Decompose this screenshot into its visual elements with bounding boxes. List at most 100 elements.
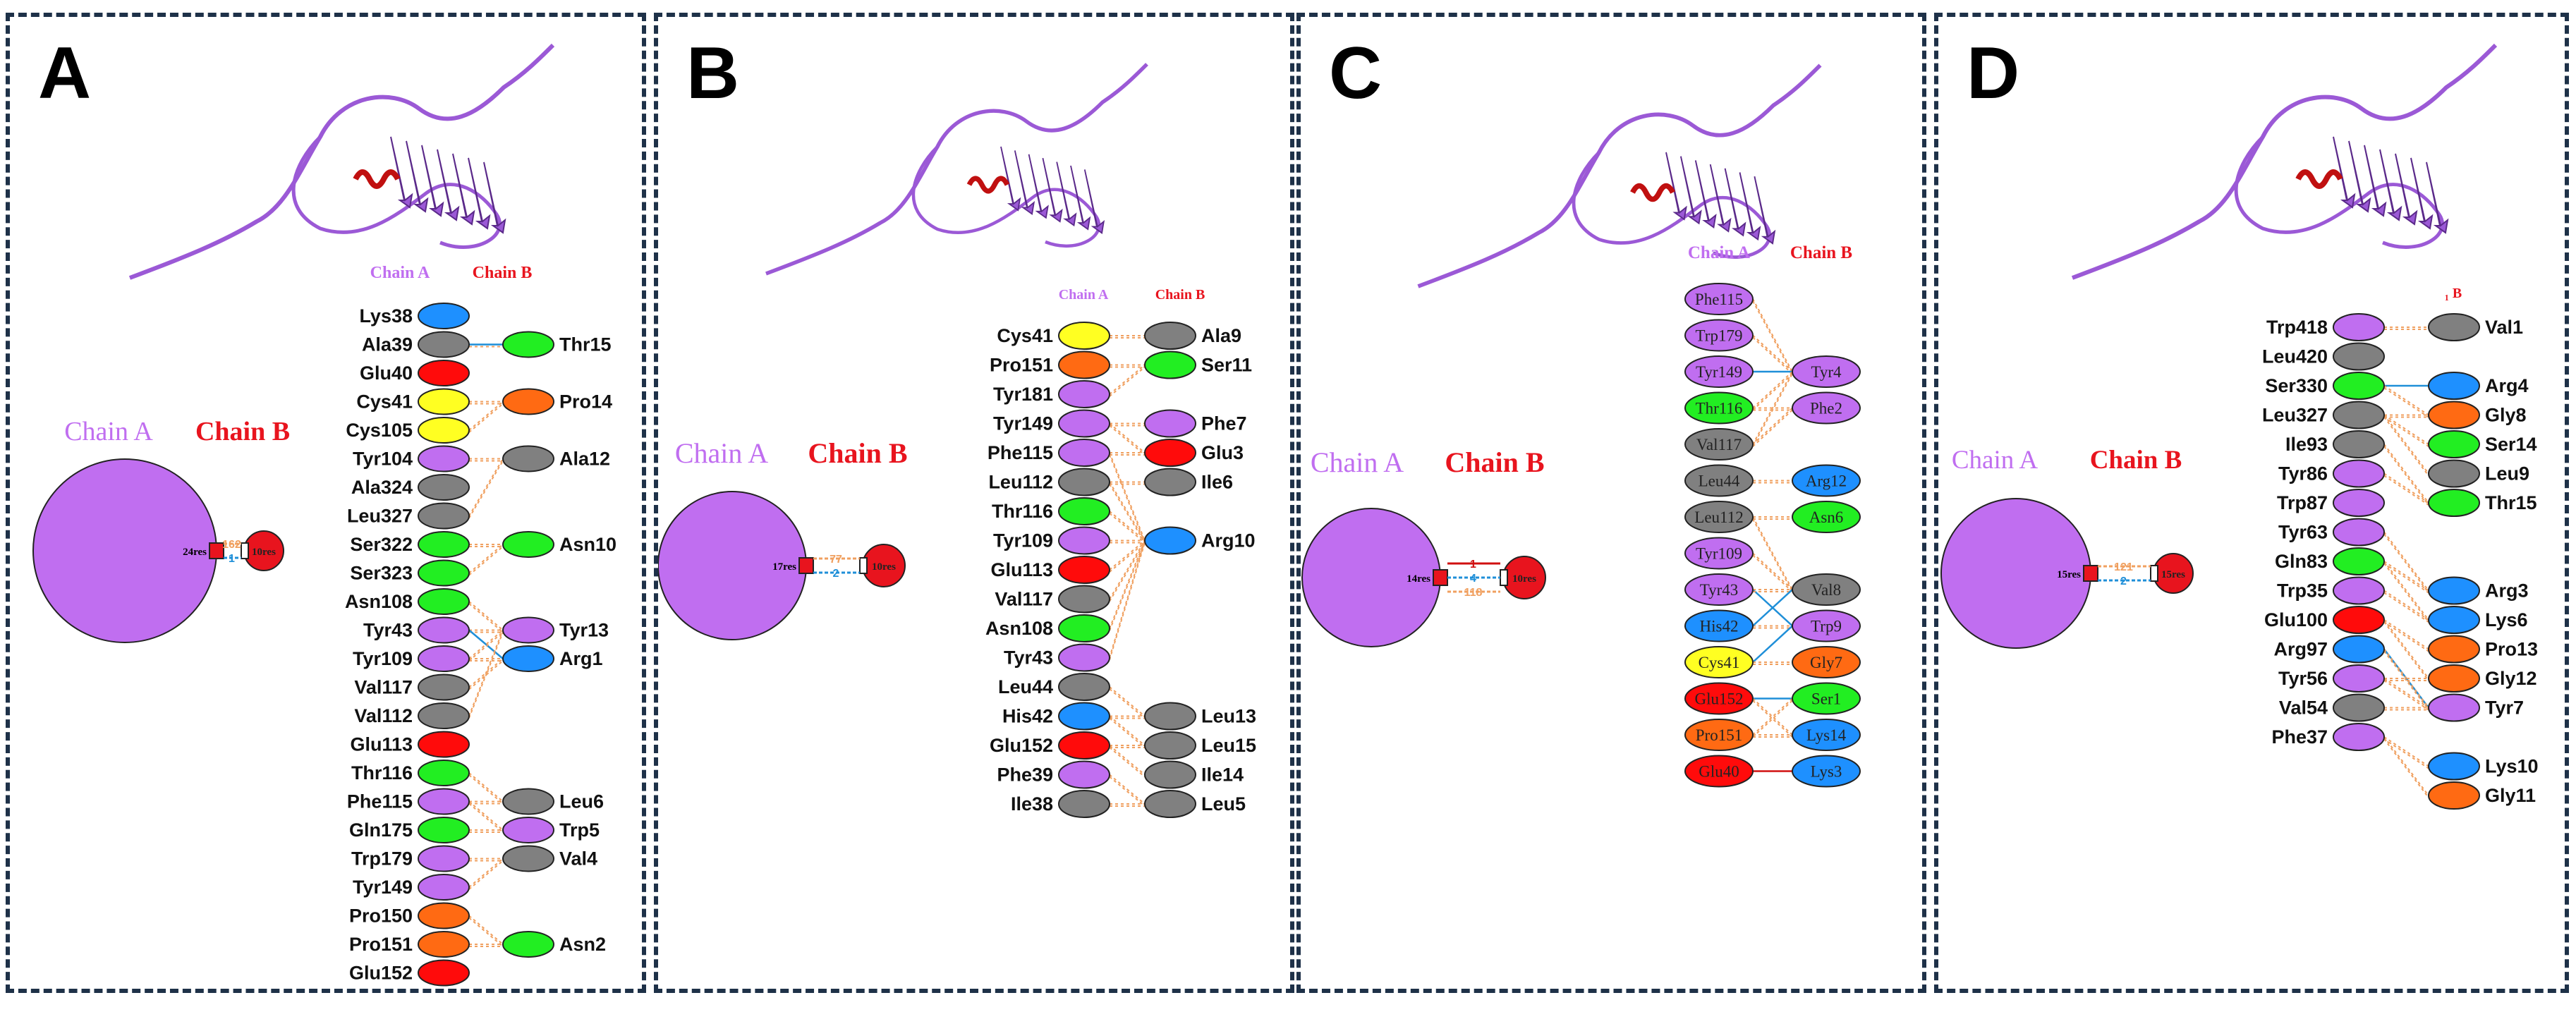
chain-b-residue-label: Asn2 [559, 934, 606, 955]
chain-b-residue-node [1144, 322, 1196, 350]
beta-strand [1694, 160, 1717, 229]
contact-line [2383, 387, 2429, 418]
chain-b-residue-node [1792, 464, 1861, 497]
interaction-count: 1 [229, 553, 235, 565]
chain-b-residue-node [1792, 719, 1861, 751]
interaction-count: 1 [1470, 559, 1476, 571]
contact-line [2383, 738, 2429, 769]
contact-line [1109, 542, 1146, 602]
chain-a-residue-node [1058, 380, 1110, 408]
chain-a-residue-label: Glu152 [990, 735, 1053, 756]
chain-b-residue-node [502, 388, 554, 415]
contact-line [468, 915, 504, 945]
chain-a-title: Chain A [1311, 446, 1404, 478]
contact-line [2383, 414, 2429, 475]
contact-line [468, 803, 504, 833]
contact-line [1752, 516, 1793, 590]
chain-a-residue-node [418, 645, 470, 672]
chain-b-residue-node [502, 788, 554, 815]
beta-strand [1724, 168, 1746, 237]
chain-b-residue-label: Ser1 [1811, 690, 1841, 708]
chain-a-residue-node [1058, 350, 1110, 379]
contact-line [468, 858, 504, 888]
chain-a-interface [209, 542, 224, 559]
chain-b-interface [2150, 565, 2158, 582]
chain-a-residue-label: Leu112 [1694, 508, 1743, 526]
chain-a-residue-node [418, 588, 470, 615]
chain-b-residue-label: Arg10 [1201, 530, 1256, 551]
contact-line [468, 660, 504, 690]
chain-b-residue-label: Leu13 [1201, 706, 1256, 727]
contact-line [1752, 552, 1793, 590]
contact-line [1109, 422, 1146, 453]
chain-a-residue-label: Tyr43 [1700, 581, 1739, 599]
contact-line [468, 403, 504, 433]
chain-b-residue-label: Gly12 [2485, 668, 2537, 689]
chain-a-residue-node [1058, 468, 1110, 496]
chain-a-residue-node [418, 760, 470, 786]
chain-a-title: Chain A [675, 437, 768, 469]
chain-a-residue-label: Ala324 [351, 477, 413, 498]
chain-b-residue-node [502, 817, 554, 843]
chain-a-header: Chain A [370, 264, 430, 282]
chain-b-residue-node [1792, 682, 1861, 715]
chain-a-residue-node [1058, 673, 1110, 701]
chain-a-residue-label: Glu152 [349, 963, 413, 984]
contact-line [1109, 483, 1146, 544]
chain-b-residue-node [502, 845, 554, 872]
contact-line [2383, 678, 2429, 709]
interaction-count: 2 [833, 568, 839, 580]
chain-b-residue-label: Lys14 [1806, 726, 1847, 744]
chain-b-residue-label: Phe7 [1201, 413, 1247, 434]
chain-a-header: Chain A [1688, 243, 1750, 262]
panel-label: D [1967, 32, 2019, 114]
chain-b-residue-label: Ile14 [1201, 764, 1244, 786]
contact-line [2383, 475, 2429, 506]
chain-b-residue-node [2428, 693, 2480, 722]
protein-loop [2234, 135, 2444, 249]
chain-a-residue-label: Tyr149 [353, 877, 413, 898]
chain-b-residue-node [1144, 526, 1196, 555]
chain-a-interface [798, 557, 814, 574]
contact-line [1109, 542, 1146, 660]
chain-a-residue-node [418, 817, 470, 843]
protein-backbone [2071, 43, 2498, 280]
contact-line [1752, 407, 1793, 445]
chain-a-residue-label: Tyr43 [363, 620, 413, 641]
chain-b-residue-node [1792, 355, 1861, 388]
contact-line [1109, 539, 1146, 571]
chain-b-header: Chain B [1155, 287, 1205, 303]
contact-line [2383, 533, 2429, 594]
chain-b-residue-node [1144, 760, 1196, 789]
chain-b-residue-label: Gly7 [1810, 654, 1842, 671]
chain-a-residue-label: Trp87 [2277, 492, 2328, 513]
chain-a-residue-label: Pro151 [1696, 726, 1742, 744]
chain-a-residue-label: Phe115 [988, 442, 1053, 463]
chain-a-residue-label: Glu40 [360, 362, 413, 384]
beta-strand [2426, 161, 2449, 234]
chain-a-residue-node [2333, 606, 2385, 634]
interaction-lines [1109, 335, 1146, 807]
chain-a-residue-label: Asn108 [985, 618, 1053, 639]
peptide-ligand [966, 176, 1010, 194]
contact-line [1109, 688, 1146, 719]
protein-structure-image [1417, 63, 1822, 288]
beta-strand [437, 149, 460, 221]
chain-a-residue-label: Val112 [354, 705, 413, 726]
chain-a-residue-node [1684, 319, 1754, 352]
chain-a-residue-label: Ser330 [2265, 375, 2328, 396]
chain-a-residue-node [1684, 464, 1754, 497]
chain-a-residue-node [2333, 372, 2385, 400]
chain-a-residue-label: Glu113 [990, 559, 1053, 580]
chain-b-residue-node [1144, 790, 1196, 818]
chain-a-residue-label: Leu44 [1699, 473, 1740, 490]
contact-line [2383, 473, 2429, 504]
chain-b-residue-node [1792, 573, 1861, 606]
chain-b-residue-node [1792, 646, 1861, 678]
chain-b-interface [859, 557, 868, 574]
chain-a-residue-node [418, 417, 470, 444]
chain-a-residue-node [2333, 576, 2385, 605]
contact-line [1752, 298, 1793, 372]
chain-a-residue-node [418, 388, 470, 415]
